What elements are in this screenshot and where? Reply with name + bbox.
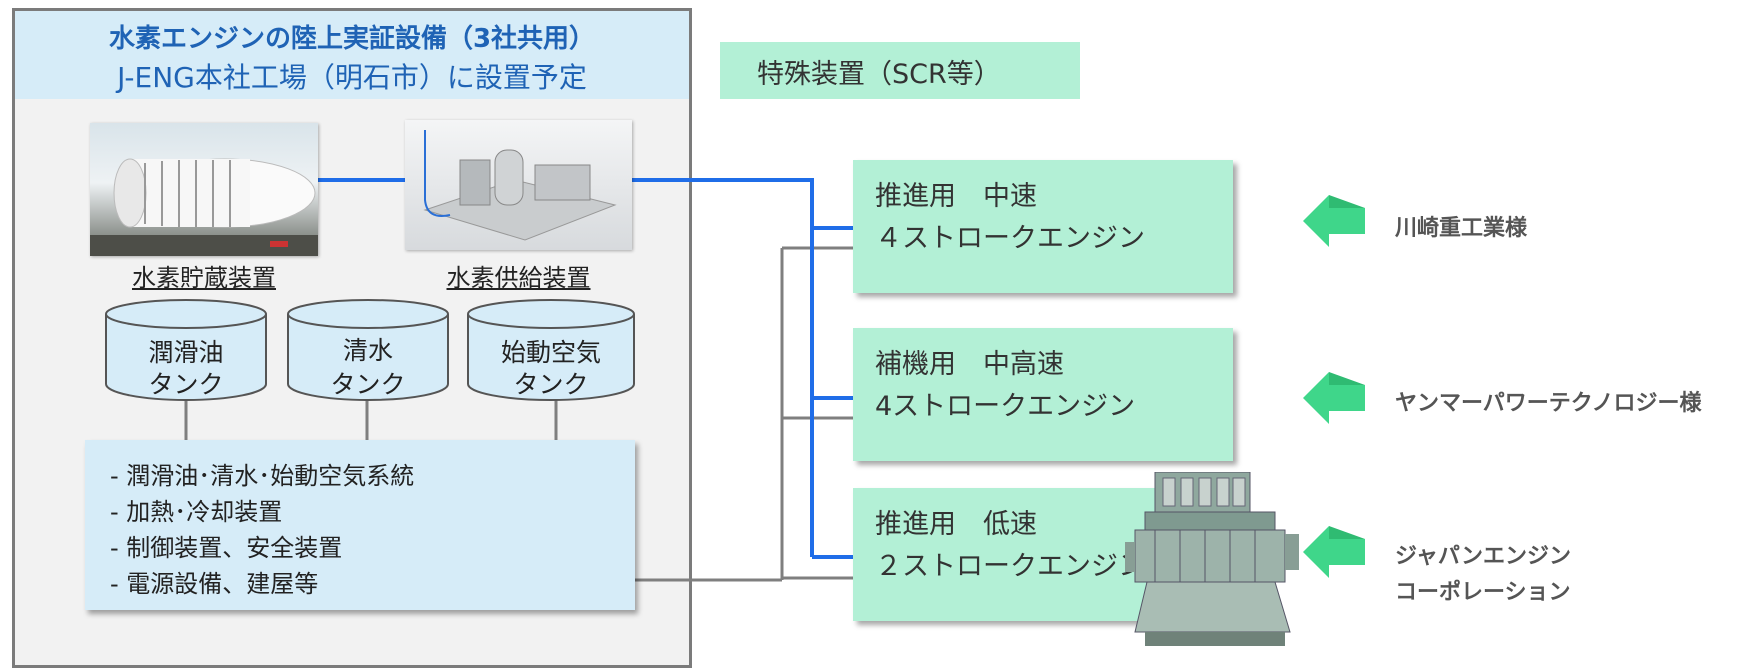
special-device-box <box>720 42 1080 99</box>
engine-type-label: 推進用 中速 <box>875 181 1037 212</box>
tank-label-line1: 清水 <box>342 336 393 365</box>
hydrogen-storage-tank-image <box>90 123 318 256</box>
maker-kawasaki: 川崎重工業様 <box>1395 216 1528 241</box>
engine-image <box>1125 472 1299 646</box>
left-arrow-icon <box>1303 195 1365 247</box>
maker-yanmar: ヤンマーパワーテクノロジー様 <box>1395 391 1702 416</box>
maker-japan-engine-line1: ジャパンエンジン <box>1395 544 1572 569</box>
tank-label-line1: 潤滑油 <box>148 338 224 367</box>
engine-stroke-label: 4ストロークエンジン <box>875 391 1136 422</box>
engine-stroke-label: ２ストロークエンジン <box>875 551 1145 582</box>
systems-item: - 加熱･冷却装置 <box>110 498 283 526</box>
facility-subtitle: J-ENG本社工場（明石市）に設置予定 <box>117 61 587 94</box>
tank-fresh-water: 清水 タンク <box>286 298 450 402</box>
systems-item: - 潤滑油･清水･始動空気系統 <box>110 462 415 490</box>
tank-lubricating-oil: 潤滑油 タンク <box>104 298 268 402</box>
systems-item: - 制御装置、安全装置 <box>110 534 343 562</box>
tank-label-line2: タンク <box>330 370 406 399</box>
engine-type-label: 補機用 中高速 <box>875 349 1064 380</box>
tank-starting-air: 始動空気 タンク <box>466 298 636 402</box>
hydrogen-supply-unit-image <box>405 120 632 250</box>
tank-label-line1: 始動空気 <box>500 338 601 367</box>
engine-stroke-label: ４ストロークエンジン <box>875 223 1145 254</box>
maker-japan-engine-line2: コーポレーション <box>1395 580 1571 605</box>
hydrogen-storage-label: 水素貯蔵装置 <box>132 264 276 292</box>
systems-item: - 電源設備、建屋等 <box>110 570 319 598</box>
engine-type-label: 推進用 低速 <box>875 509 1037 540</box>
engine-box-medium-speed: 推進用 中速 ４ストロークエンジン <box>853 160 1233 293</box>
facility-header <box>15 11 689 99</box>
systems-box <box>85 440 635 610</box>
special-device-label: 特殊装置（SCR等） <box>757 59 1001 90</box>
left-arrow-icon <box>1303 372 1365 424</box>
engine-box-medium-high-speed: 補機用 中高速 4ストロークエンジン <box>853 328 1233 461</box>
left-arrow-icon <box>1303 526 1365 578</box>
tank-label-line2: タンク <box>513 370 589 399</box>
hydrogen-supply-label: 水素供給装置 <box>446 264 591 292</box>
hydrogen-main-line <box>632 178 814 557</box>
facility-title: 水素エンジンの陸上実証設備（3社共用） <box>108 24 596 54</box>
tank-label-line2: タンク <box>148 370 224 399</box>
